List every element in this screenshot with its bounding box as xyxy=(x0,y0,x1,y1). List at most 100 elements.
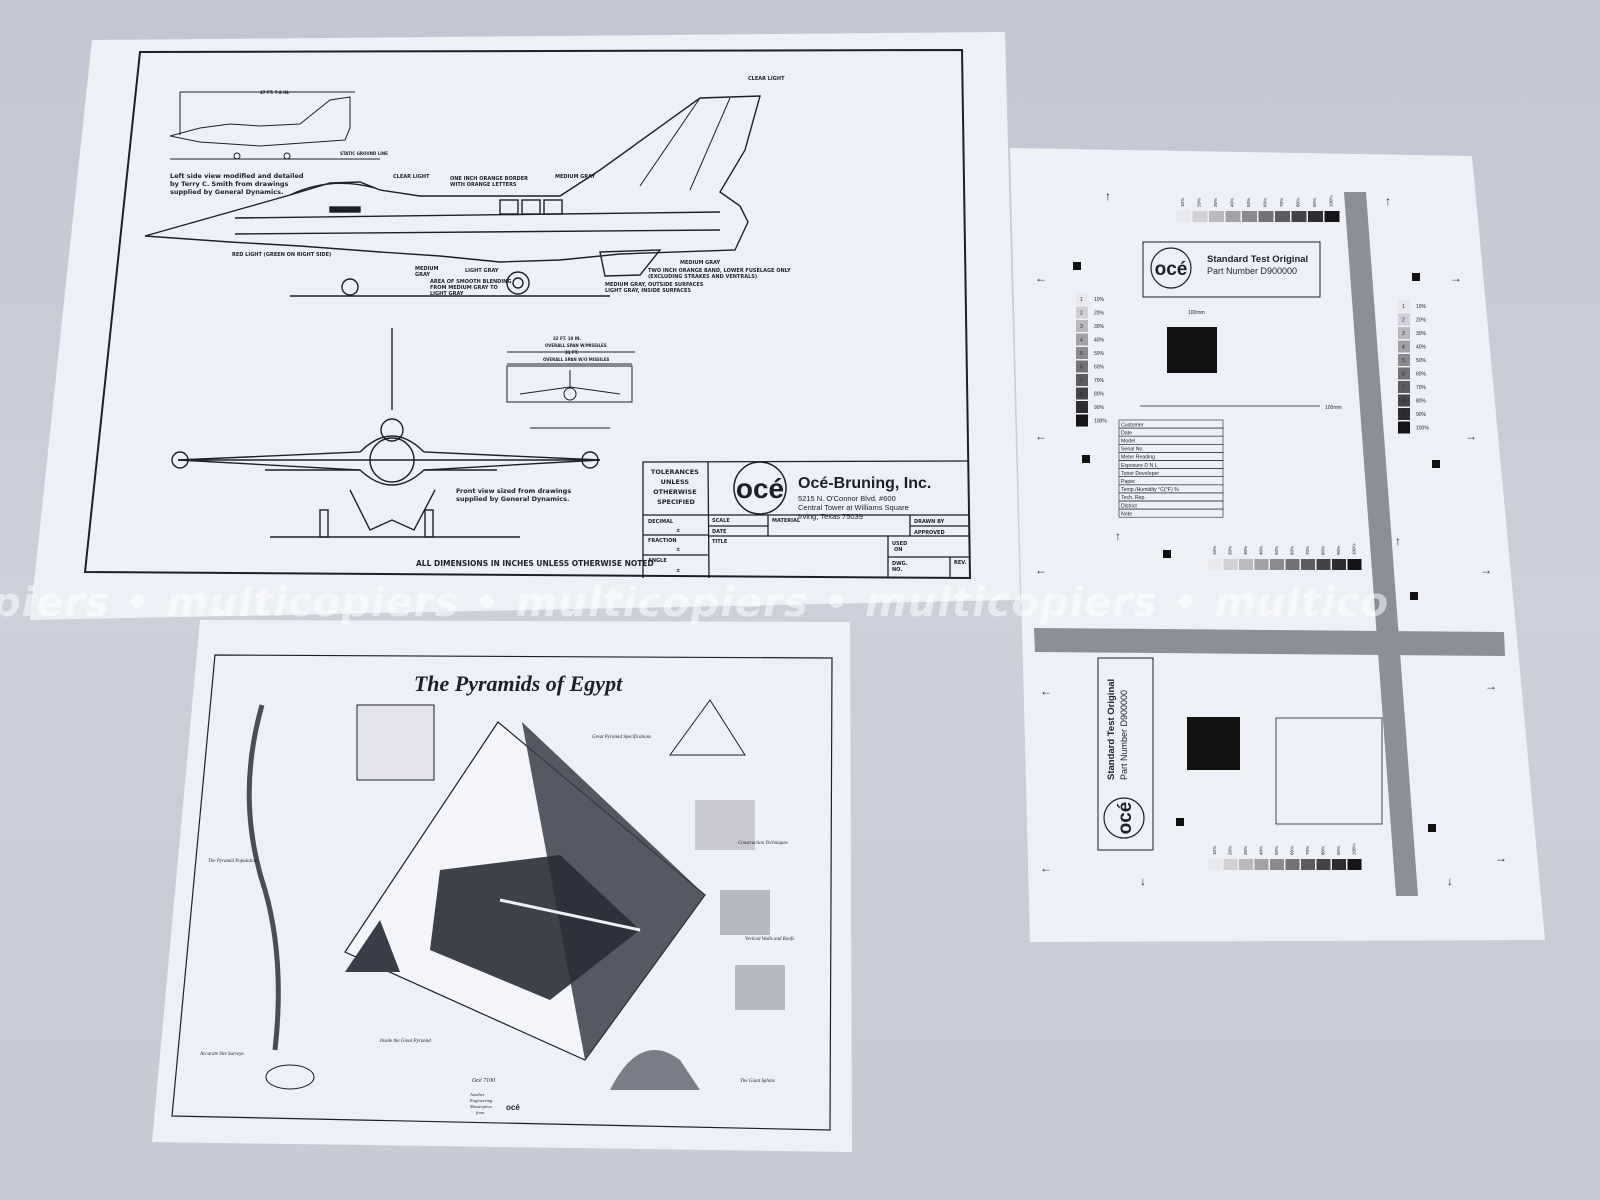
registration-arrow-icon: ← xyxy=(1035,429,1047,443)
gray-level-label: 60% xyxy=(1290,846,1295,855)
gray-step xyxy=(1275,211,1290,222)
step-number: 1 xyxy=(1080,297,1083,303)
svg-text:The Pyramid Population: The Pyramid Population xyxy=(208,859,258,864)
gray-level-label: 40% xyxy=(1259,546,1264,555)
gray-level-label: 50% xyxy=(1274,846,1279,855)
step-number: 3 xyxy=(1402,331,1405,337)
svg-text:32 FT. 10 IN.: 32 FT. 10 IN. xyxy=(553,336,582,341)
ground-line-label: STATIC GROUND LINE xyxy=(340,151,388,156)
gray-step xyxy=(1258,211,1274,222)
oce-logo: océ xyxy=(1115,802,1136,835)
gray-step xyxy=(1254,559,1269,570)
gray-step xyxy=(1076,374,1088,386)
svg-text:LIGHT GRAY: LIGHT GRAY xyxy=(465,268,499,274)
gray-step xyxy=(1398,340,1410,353)
step-number: 5 xyxy=(1080,351,1083,357)
gray-step xyxy=(1398,327,1410,339)
gray-step xyxy=(1076,401,1088,413)
gray-level-label: 30% xyxy=(1243,546,1248,555)
registration-arrow-icon: → xyxy=(1465,429,1477,443)
registration-square xyxy=(1410,592,1418,600)
gray-step xyxy=(1301,559,1315,570)
step-number: 7 xyxy=(1080,378,1083,384)
registration-square xyxy=(1432,460,1440,468)
gray-level-label: 60% xyxy=(1416,372,1427,378)
svg-text:CLEAR LIGHT: CLEAR LIGHT xyxy=(393,174,430,180)
rev-label: REV. xyxy=(954,560,966,566)
registration-arrow-icon: → xyxy=(1485,679,1497,693)
gray-level-label: 100% xyxy=(1329,195,1334,207)
step-number: 9 xyxy=(1080,405,1083,411)
side-view-note: Left side view modified and detailed by … xyxy=(170,172,306,196)
title-label: TITLE xyxy=(712,539,728,545)
registration-square xyxy=(1412,273,1420,281)
part-number: Part Number D900000 xyxy=(1119,690,1129,780)
poster-headings: Great Pyramid Specifications Constructio… xyxy=(199,735,794,1084)
gray-step xyxy=(1285,559,1300,570)
gray-level-label: 100% xyxy=(1352,543,1357,555)
black-square xyxy=(1167,327,1217,373)
gray-level-label: 80% xyxy=(1321,546,1326,555)
registration-arrow-icon: ← xyxy=(1035,563,1047,577)
form-field-label: Date xyxy=(1121,430,1132,436)
form-field-label: Customer xyxy=(1121,422,1144,428)
gray-level-label: 10% xyxy=(1094,297,1105,303)
gray-step xyxy=(1398,354,1410,366)
drawing-border xyxy=(83,48,972,580)
gray-level-label: 10% xyxy=(1180,198,1185,207)
svg-text:Vertical Walls and Roofs: Vertical Walls and Roofs xyxy=(745,937,794,942)
span-dimensions: 32 FT. 10 IN. OVERALL SPAN W/MISSILES 31… xyxy=(543,336,610,362)
header-box xyxy=(1142,241,1321,298)
gray-level-label: 70% xyxy=(1094,378,1105,384)
step-number: 7 xyxy=(1402,385,1405,391)
gray-level-label: 20% xyxy=(1197,198,1202,207)
length-dimension: 47 FT. 7.6 IN. xyxy=(260,90,290,95)
gray-level-label: 20% xyxy=(1094,311,1105,317)
gray-level-label: 70% xyxy=(1279,198,1284,207)
gray-step xyxy=(1076,293,1088,305)
form-field-label: Toner Developer xyxy=(1121,471,1159,477)
form-field-label: Paper xyxy=(1121,479,1135,485)
registration-arrow-icon: ↓ xyxy=(1140,874,1146,888)
step-number: 1 xyxy=(1402,304,1405,310)
step-number: 6 xyxy=(1080,365,1083,371)
gray-level-label: 80% xyxy=(1416,399,1427,405)
gray-level-label: 20% xyxy=(1228,846,1233,855)
gray-step xyxy=(1076,387,1088,400)
gray-step xyxy=(1209,211,1224,222)
gray-level-label: 80% xyxy=(1321,846,1326,855)
gray-step xyxy=(1347,559,1362,570)
gray-step xyxy=(1301,859,1315,870)
gray-level-label: 100% xyxy=(1352,843,1357,855)
decimal-label: DECIMAL xyxy=(648,519,674,525)
gray-level-label: 70% xyxy=(1416,385,1427,391)
step-number: 2 xyxy=(1080,311,1083,317)
gray-level-label: 20% xyxy=(1228,546,1233,555)
step-number: 8 xyxy=(1080,392,1083,398)
registration-square xyxy=(1428,824,1436,832)
step-number: 10 xyxy=(1080,419,1086,425)
part-number: Part Number D900000 xyxy=(1207,266,1297,276)
gray-level-label: 30% xyxy=(1213,198,1218,207)
form-row xyxy=(1118,508,1224,518)
svg-text:OVERALL SPAN W/MISSILES: OVERALL SPAN W/MISSILES xyxy=(545,343,607,348)
gray-step xyxy=(1332,859,1346,870)
gray-level-label: 90% xyxy=(1416,412,1427,418)
front-view xyxy=(171,328,601,538)
dwg-no-label: DWG.NO. xyxy=(892,561,908,573)
gray-level-label: 100% xyxy=(1416,426,1429,432)
gray-step xyxy=(1076,320,1088,332)
gray-level-label: 40% xyxy=(1416,345,1427,351)
gray-step xyxy=(1398,313,1410,326)
gray-step xyxy=(1398,367,1410,380)
plusminus: ± xyxy=(676,547,680,553)
gray-level-label: 10% xyxy=(1416,304,1427,310)
rotated-form xyxy=(1275,717,1383,825)
gray-level-label: 90% xyxy=(1312,198,1317,207)
step-number: 10 xyxy=(1402,426,1408,432)
fraction-label: FRACTION xyxy=(648,538,677,544)
